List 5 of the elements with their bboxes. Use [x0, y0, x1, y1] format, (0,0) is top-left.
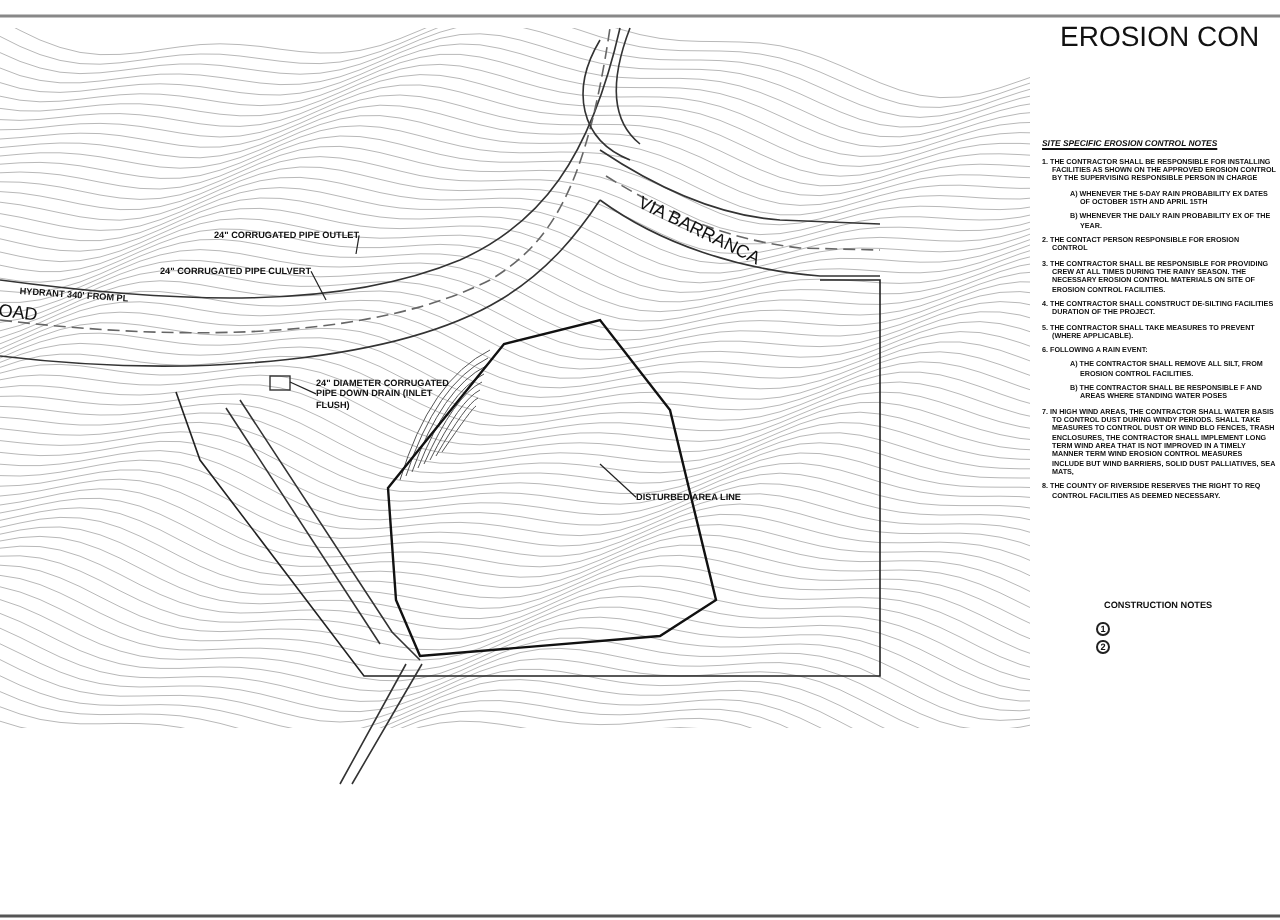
leader-line: [310, 270, 327, 301]
sheet-title: EROSION CON: [1060, 20, 1260, 53]
leader-line: [289, 381, 317, 395]
leader-line: [599, 463, 637, 498]
leader-line: [355, 234, 360, 255]
